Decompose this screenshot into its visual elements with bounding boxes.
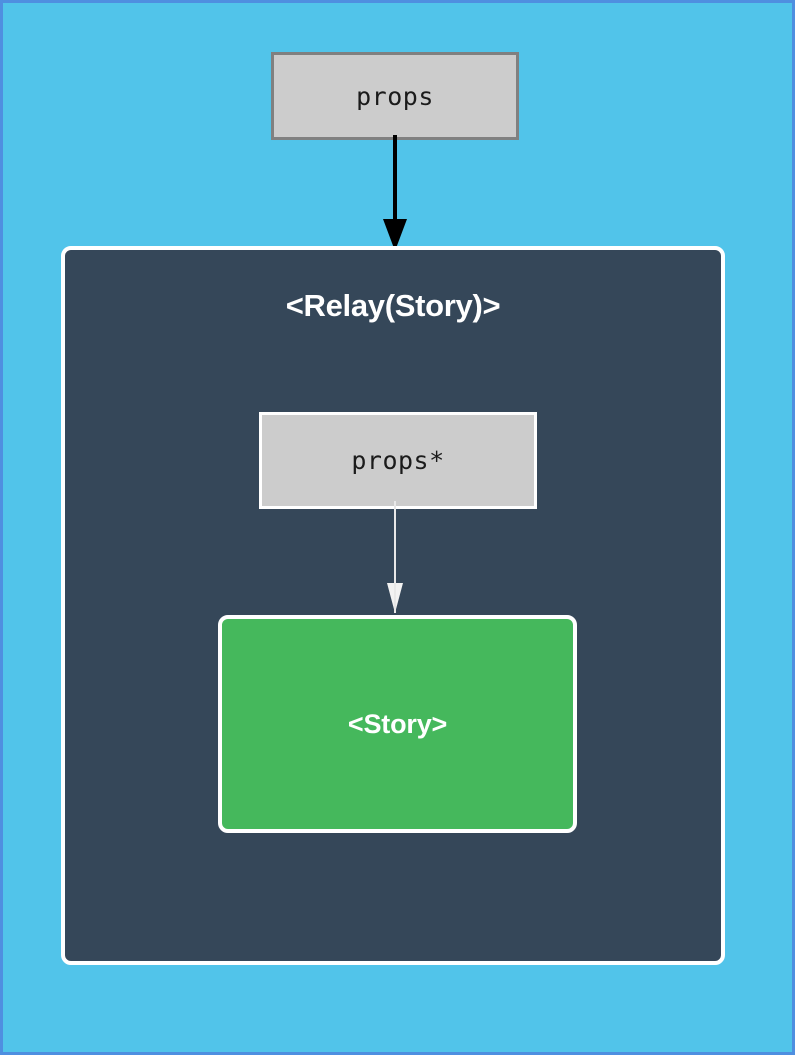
node-props-label: props: [356, 81, 434, 111]
node-props-star-label: props*: [351, 446, 445, 475]
node-story-label: <Story>: [347, 708, 448, 739]
node-story[interactable]: <Story>: [218, 615, 577, 833]
node-relay-container[interactable]: <Relay(Story)> props* <Story>: [61, 246, 725, 965]
node-props[interactable]: props: [271, 52, 519, 140]
edge-props-to-relay-arrow: [383, 135, 407, 251]
node-relay-container-label: <Relay(Story)>: [285, 288, 501, 323]
node-props-star[interactable]: props*: [259, 412, 537, 509]
